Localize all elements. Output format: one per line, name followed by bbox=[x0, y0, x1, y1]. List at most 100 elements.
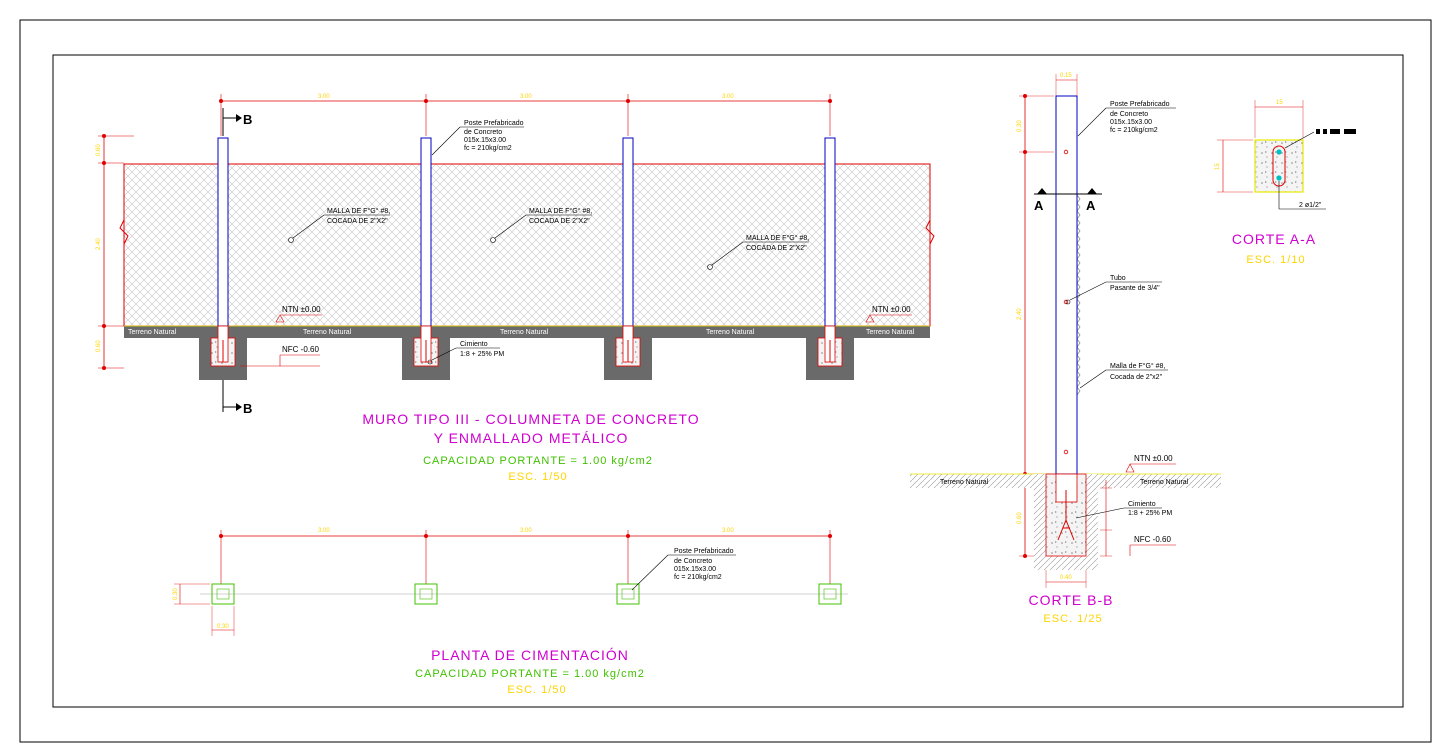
span-dim-1: 3.00 bbox=[318, 94, 330, 100]
aa-dim-width: 15 bbox=[1276, 100, 1283, 106]
post-4 bbox=[824, 137, 836, 363]
plan-post-label-line1: Poste Prefabricado bbox=[674, 548, 734, 555]
foundation-plan: 3.00 3.00 3.00 0.30 0.30 bbox=[173, 528, 848, 696]
plan-post-label-line3: 015x.15x3.00 bbox=[674, 566, 716, 573]
cimiento-label-line1: Cimiento bbox=[460, 341, 488, 348]
plan-footings bbox=[211, 583, 842, 605]
span-dim-2: 3.00 bbox=[520, 94, 532, 100]
plan-span-dim-1: 3.00 bbox=[318, 528, 330, 534]
bb-base-dim: 0.40 bbox=[1045, 570, 1087, 588]
terrain-label-5: Terreno Natural bbox=[866, 329, 915, 336]
aa-scale: ESC. 1/10 bbox=[1246, 254, 1305, 266]
section-mark-a-left: A bbox=[1034, 198, 1044, 213]
aa-rebar-top bbox=[1276, 149, 1282, 155]
section-cut-b: B B bbox=[222, 108, 252, 416]
ground-band bbox=[124, 326, 930, 338]
terrain-label-2: Terreno Natural bbox=[303, 329, 352, 336]
bb-terrain-right-label: Terreno Natural bbox=[1140, 479, 1189, 486]
plan-dim-vertical: 0.30 bbox=[173, 588, 179, 600]
bb-post-label: Poste Prefabricado de Concreto 015x.15x3… bbox=[1077, 101, 1176, 137]
wall-elevation: 3.00 3.00 3.00 0.60 2.40 0.60 bbox=[96, 94, 935, 483]
ntn-level-right: NTN ±0.00 bbox=[865, 305, 912, 323]
left-dimension-chain: 0.60 2.40 0.60 bbox=[96, 134, 134, 370]
post-2 bbox=[420, 137, 432, 363]
plan-dimension-chain: 3.00 3.00 3.00 bbox=[219, 528, 832, 584]
bb-dim-width: 0.15 bbox=[1060, 73, 1072, 79]
bb-nfc-level: NFC -0.60 bbox=[1129, 535, 1176, 556]
bb-cimiento-label-line1: Cimiento bbox=[1128, 501, 1156, 508]
terrain-label-3: Terreno Natural bbox=[500, 329, 549, 336]
bb-mesh-label: Malla de F°G° #8, Cocada de 2"x2" bbox=[1079, 362, 1168, 389]
post-3 bbox=[622, 137, 634, 363]
bb-post-label-line2: de Concreto bbox=[1110, 111, 1148, 118]
bb-tube-label: Tubo Pasante de 3/4" bbox=[1065, 275, 1162, 305]
elevation-scale: ESC. 1/50 bbox=[508, 471, 567, 483]
terrain-label-4: Terreno Natural bbox=[706, 329, 755, 336]
mesh-label-3-line2: COCADA DE 2"X2" bbox=[746, 245, 807, 252]
post-label-line1: Poste Prefabricado bbox=[464, 120, 524, 127]
bb-dim-base: 0.40 bbox=[1060, 575, 1072, 581]
plan-post-label-line2: de Concreto bbox=[674, 558, 712, 565]
bb-top-dim: 0.15 bbox=[1055, 73, 1078, 96]
mesh-label-2-line2: COCADA DE 2"X2" bbox=[529, 218, 590, 225]
bb-title: CORTE B-B bbox=[1029, 592, 1114, 608]
bb-cimiento-label-line2: 1:8 + 25% PM bbox=[1128, 510, 1172, 517]
plan-footing-1 bbox=[211, 583, 235, 605]
aa-stirrup-callout bbox=[1284, 129, 1356, 149]
cimiento-label: Cimiento 1:8 + 25% PM bbox=[427, 341, 504, 365]
plan-footing-4 bbox=[818, 583, 842, 605]
ntn-level-right-text: NTN ±0.00 bbox=[872, 305, 911, 314]
inner-border bbox=[52, 54, 1404, 708]
mesh-label-2-line1: MALLA DE F°G° #8, bbox=[529, 207, 592, 215]
ntn-level-left: NTN ±0.00 bbox=[275, 305, 322, 323]
cimiento-label-line2: 1:8 + 25% PM bbox=[460, 351, 504, 358]
elevation-capacity: CAPACIDAD PORTANTE = 1.00 kg/cm2 bbox=[423, 455, 653, 467]
plan-footing-3 bbox=[616, 583, 640, 605]
section-cut-a: A A bbox=[1034, 188, 1102, 213]
bb-cimiento-label: Cimiento 1:8 + 25% PM bbox=[1075, 501, 1172, 519]
bb-dim-bot: 0.60 bbox=[1017, 512, 1023, 524]
aa-left-dim: 15 bbox=[1215, 139, 1253, 193]
mesh-label-3: MALLA DE F°G° #8, COCADA DE 2"X2" bbox=[707, 234, 809, 270]
aa-rebar-callout: 2 ø1/2" bbox=[1278, 181, 1326, 210]
aa-dim-height: 15 bbox=[1215, 163, 1221, 170]
plan-post-label-line4: fc = 210kg/cm2 bbox=[674, 574, 722, 581]
mesh-panel bbox=[123, 163, 931, 327]
bb-terrain-right bbox=[1087, 474, 1221, 488]
section-mark-b-bottom: B bbox=[243, 401, 252, 416]
post-label-line4: fc = 210kg/cm2 bbox=[464, 145, 512, 152]
section-aa: 15 15 2 ø1/2" CORTE A-A ESC. 1/10 bbox=[1215, 100, 1356, 266]
bb-terrain-left bbox=[910, 474, 1046, 488]
aa-rebar-bottom bbox=[1276, 175, 1282, 181]
post-label: Poste Prefabricado de Concreto 015x.15x3… bbox=[431, 120, 524, 156]
plan-footing-2 bbox=[414, 583, 438, 605]
bb-post-label-line1: Poste Prefabricado bbox=[1110, 101, 1170, 108]
bb-mesh-label-line2: Cocada de 2"x2" bbox=[1110, 374, 1163, 381]
section-bb: 0.15 0.30 2.40 0.60 Terreno Natural Terr… bbox=[910, 73, 1221, 625]
mesh-label-1-line1: MALLA DE F°G° #8, bbox=[327, 207, 390, 215]
aa-title: CORTE A-A bbox=[1232, 231, 1316, 247]
bb-mesh-label-line1: Malla de F°G° #8, bbox=[1110, 362, 1165, 370]
span-dim-3: 3.00 bbox=[722, 94, 734, 100]
plan-span-dim-2: 3.00 bbox=[520, 528, 532, 534]
plan-scale: ESC. 1/50 bbox=[507, 684, 566, 696]
bb-tube-label-line1: Tubo bbox=[1110, 275, 1126, 282]
bb-post bbox=[1055, 95, 1078, 475]
section-mark-b-top: B bbox=[243, 112, 252, 127]
elevation-title-line1: MURO TIPO III - COLUMNETA DE CONCRETO bbox=[362, 411, 699, 427]
bb-scale: ESC. 1/25 bbox=[1043, 613, 1102, 625]
plan-capacity: CAPACIDAD PORTANTE = 1.00 kg/cm2 bbox=[415, 668, 645, 680]
dim-top-label: 0.60 bbox=[96, 144, 102, 156]
mesh-label-1: MALLA DE F°G° #8, COCADA DE 2"X2" bbox=[288, 207, 390, 243]
plan-side-dims: 0.30 0.30 bbox=[173, 583, 235, 636]
plan-dim-horizontal: 0.30 bbox=[217, 624, 229, 630]
bb-post-label-line3: 015x.15x3.00 bbox=[1110, 119, 1152, 126]
section-mark-a-right: A bbox=[1086, 198, 1096, 213]
bb-nfc-level-text: NFC -0.60 bbox=[1134, 535, 1171, 544]
bb-tube-label-line2: Pasante de 3/4" bbox=[1110, 285, 1160, 292]
plan-title: PLANTA DE CIMENTACIÓN bbox=[431, 647, 629, 663]
bb-post-label-line4: fc = 210kg/cm2 bbox=[1110, 127, 1158, 134]
dim-bot-label: 0.60 bbox=[96, 340, 102, 352]
post-label-line3: 015x.15x3.00 bbox=[464, 137, 506, 144]
post-label-line2: de Concreto bbox=[464, 129, 502, 136]
